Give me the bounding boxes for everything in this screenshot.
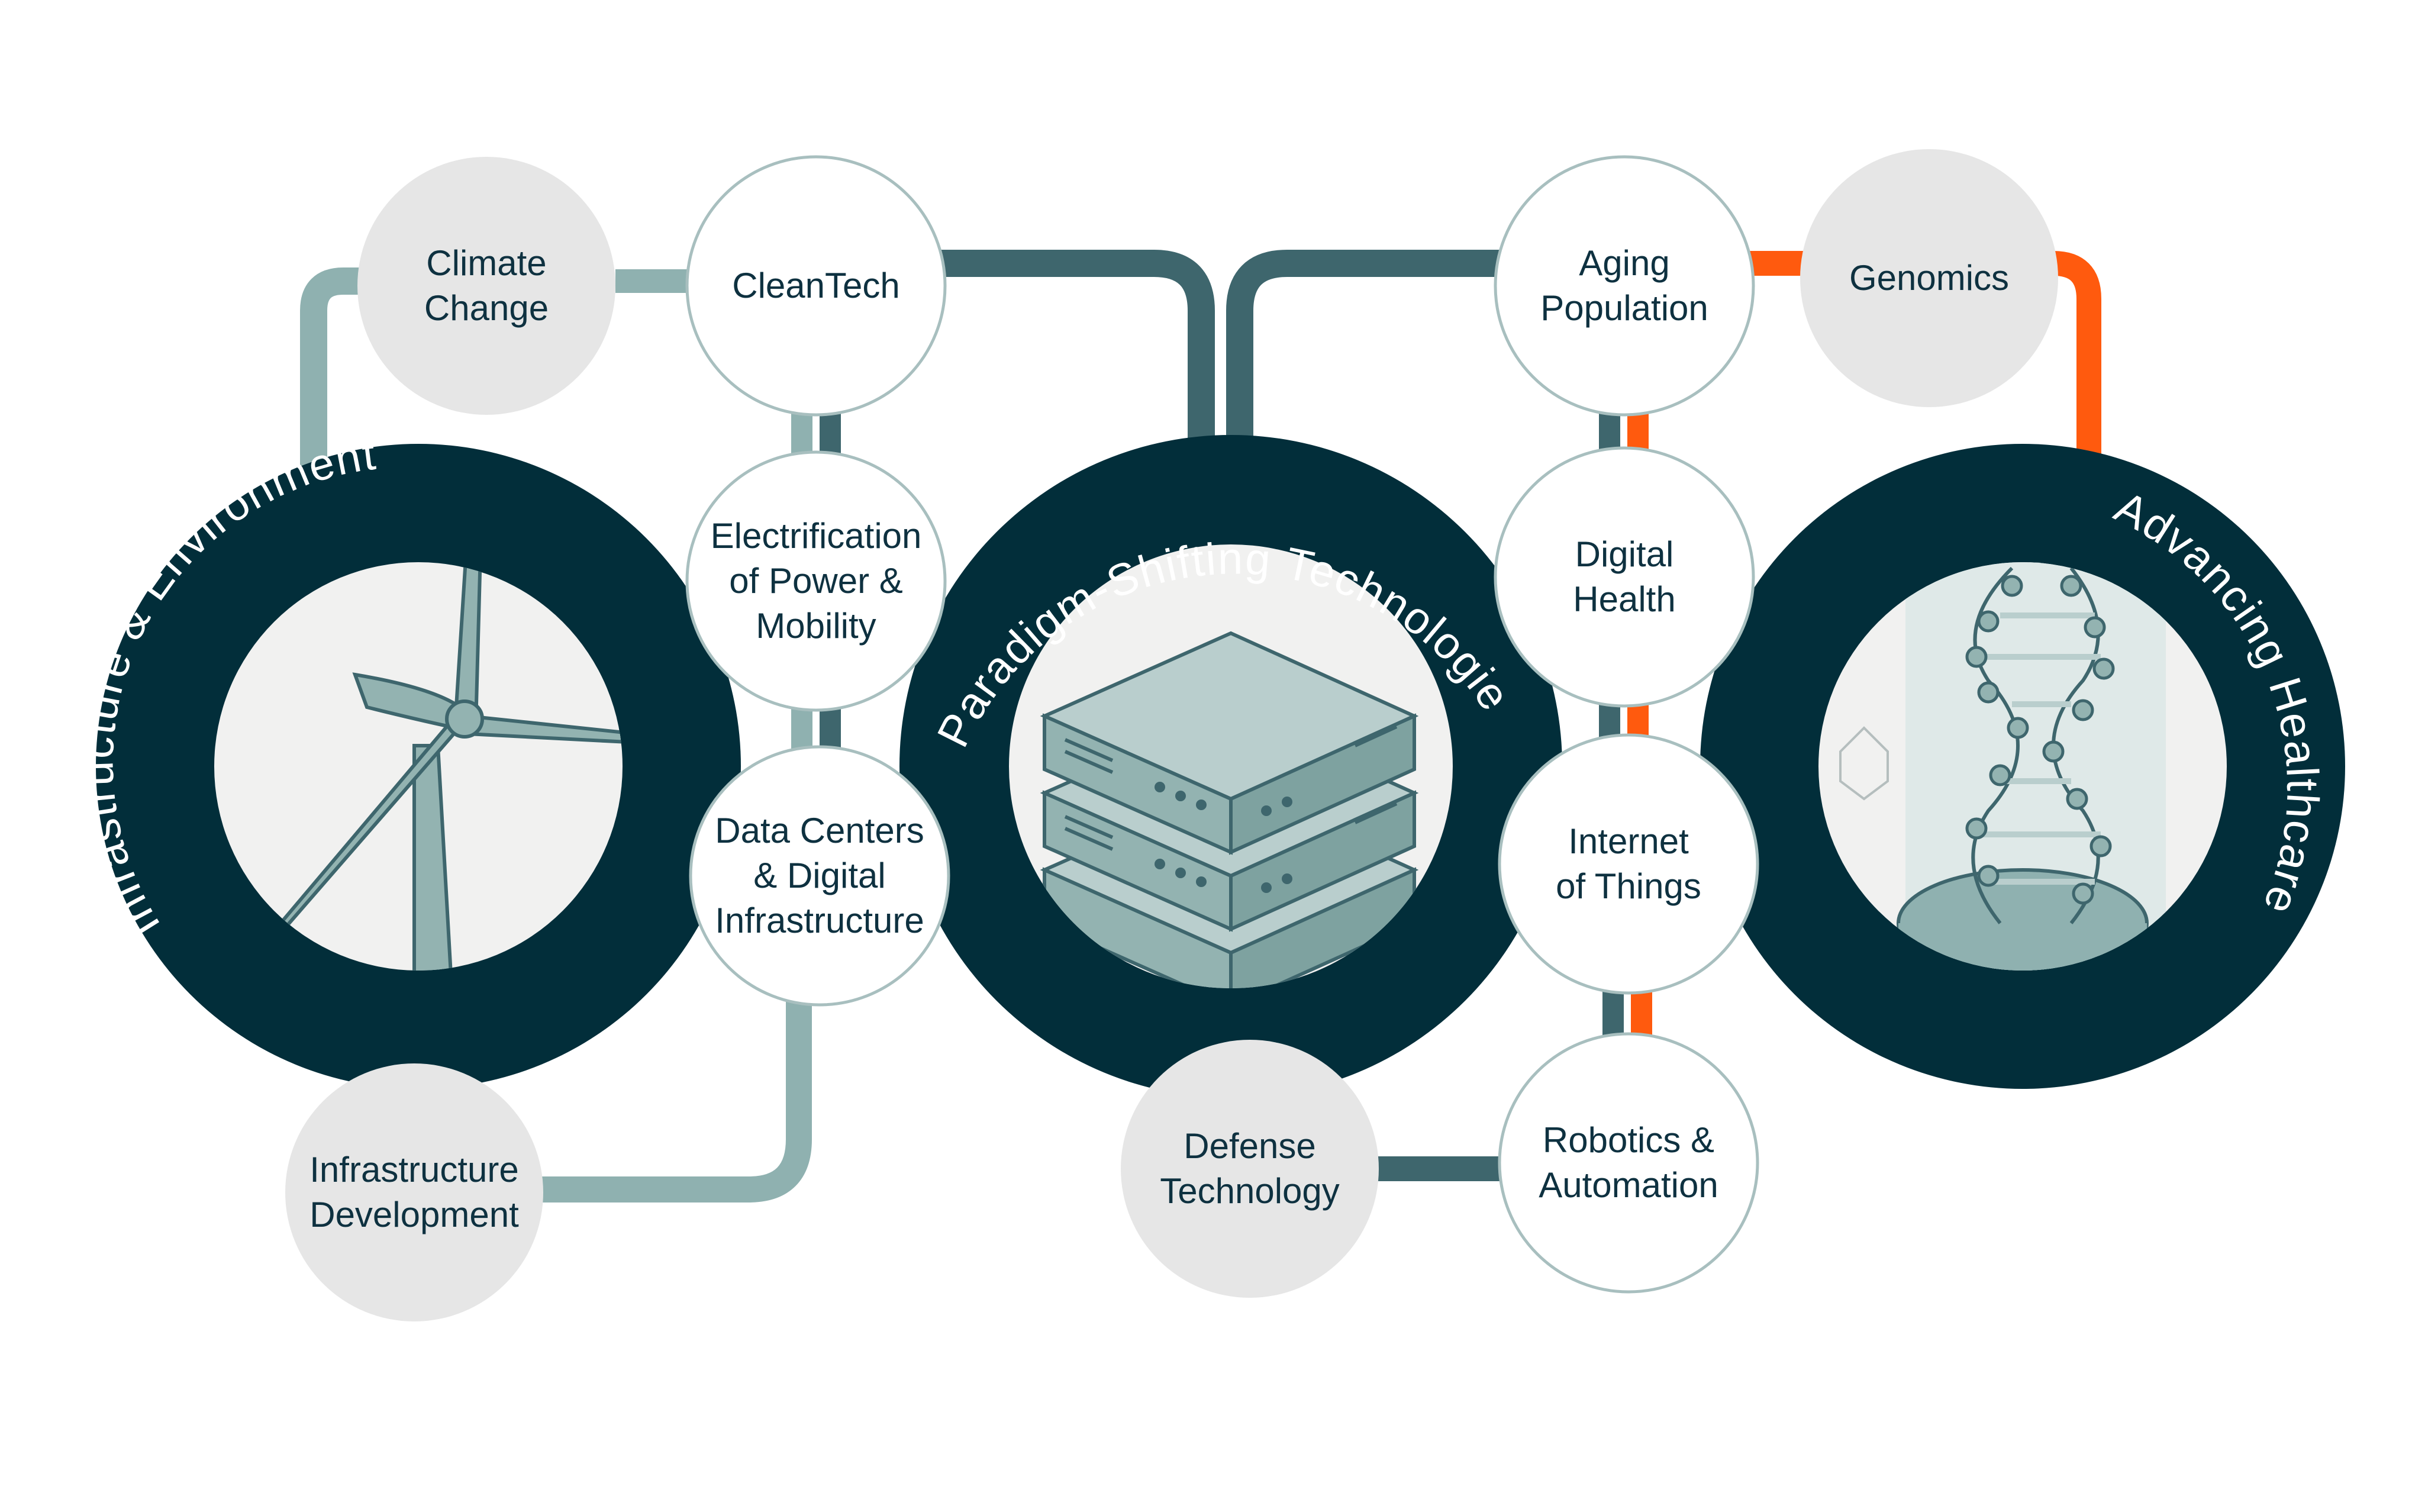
node-label-line: Infrastructure bbox=[309, 1150, 518, 1189]
node-label-line: Electrification bbox=[711, 516, 922, 556]
node-label-line: Defense bbox=[1184, 1126, 1315, 1166]
node-genomics: Genomics bbox=[1800, 149, 2058, 407]
node-circle bbox=[357, 157, 615, 415]
node-label-line: Mobility bbox=[756, 606, 876, 646]
node-label-line: Population bbox=[1540, 288, 1708, 328]
node-label-line: of Power & bbox=[729, 561, 902, 601]
node-label-line: Data Centers bbox=[715, 811, 924, 850]
node-circle bbox=[1494, 446, 1755, 708]
node-iot: Internet of Things bbox=[1498, 733, 1759, 995]
node-label-line: Change bbox=[424, 288, 549, 328]
node-circle bbox=[1121, 1040, 1379, 1298]
dna-helix-icon bbox=[1839, 562, 2166, 971]
node-electrification: Electrification of Power & Mobility bbox=[685, 450, 947, 712]
node-robotics: Robotics & Automation bbox=[1498, 1032, 1759, 1294]
node-label-line: Aging bbox=[1579, 243, 1669, 283]
hub-advancing-healthcare: Advancing Healthcare bbox=[1700, 444, 2345, 1089]
node-circle bbox=[285, 1063, 543, 1321]
node-label-line: Digital bbox=[1575, 534, 1674, 574]
node-cleantech: CleanTech bbox=[685, 155, 947, 417]
server-stack-icon bbox=[1040, 631, 1419, 988]
connector-aging-paradigm bbox=[1226, 250, 1506, 468]
node-circle bbox=[1494, 155, 1755, 417]
node-label-line: Internet bbox=[1568, 821, 1689, 861]
node-circle bbox=[689, 745, 950, 1007]
node-label-line: Development bbox=[309, 1195, 519, 1234]
node-label-line: Robotics & bbox=[1543, 1120, 1714, 1160]
node-label-line: Genomics bbox=[1849, 258, 2009, 298]
node-label-line: CleanTech bbox=[732, 266, 900, 305]
node-circle bbox=[1498, 1032, 1759, 1294]
node-label-line: Climate bbox=[426, 243, 546, 283]
wind-turbine-icon bbox=[275, 562, 623, 971]
connector-cleantech-paradigm bbox=[941, 250, 1215, 468]
node-label-line: Health bbox=[1573, 579, 1675, 619]
node-label-line: of Things bbox=[1556, 866, 1701, 906]
node-label-line: Technology bbox=[1160, 1171, 1340, 1211]
node-circle bbox=[685, 450, 947, 712]
node-circle bbox=[1498, 733, 1759, 995]
node-label-line: & Digital bbox=[753, 856, 885, 895]
hub-infrastructure-environment: Infrastructure & Environment bbox=[72, 429, 741, 1089]
node-circle bbox=[685, 155, 947, 417]
node-circle bbox=[1800, 149, 2058, 407]
connector-infra-climate bbox=[300, 267, 367, 473]
node-label-line: Infrastructure bbox=[715, 901, 924, 940]
node-label-line: Automation bbox=[1539, 1165, 1718, 1205]
connector-datacenters-infradev bbox=[538, 1000, 812, 1202]
